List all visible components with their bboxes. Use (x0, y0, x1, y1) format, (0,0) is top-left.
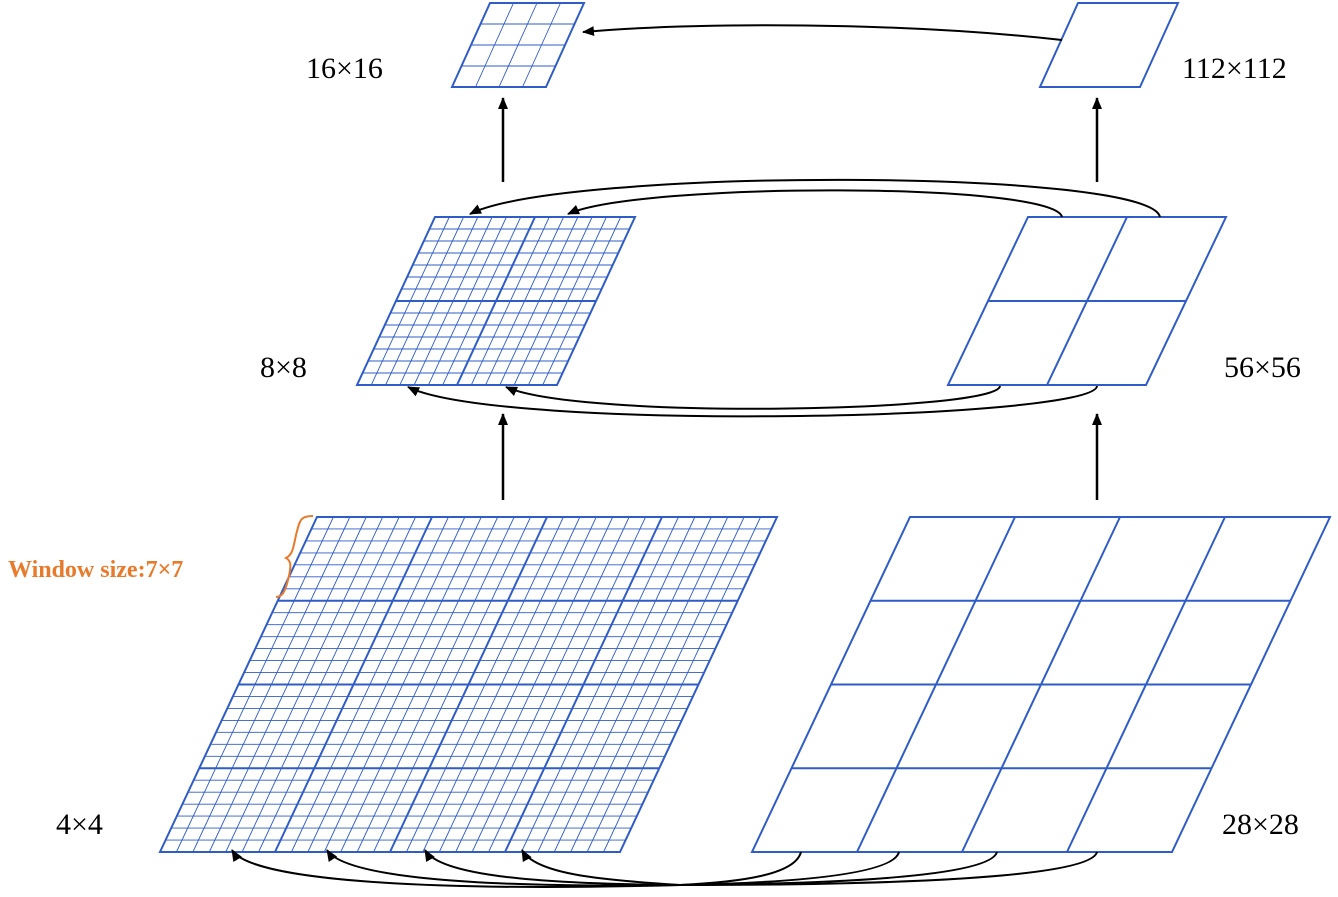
grid-28x28-windows (750, 516, 1332, 853)
window-size-brace (275, 515, 314, 598)
grid-outline (750, 516, 1332, 853)
grid-outline (1038, 2, 1180, 88)
label-4x4: 4×4 (56, 808, 103, 841)
label-window-size: Window size:7×7 (8, 557, 183, 583)
arrow-curve-l1-3 (424, 849, 681, 886)
label-28x28: 28×28 (1222, 808, 1299, 841)
grid-subcell-line (522, 2, 561, 88)
grid-4x4-windows (158, 516, 779, 853)
arrow-curve-l2-top-1 (469, 178, 1161, 218)
arrow-curve-l3 (582, 24, 1063, 41)
label-8x8: 8×8 (260, 351, 307, 384)
grid-outline (946, 216, 1228, 386)
grid-window-line (1066, 516, 1226, 853)
grid-112x112-window (1038, 2, 1180, 88)
arrow-curve-l1-1 (231, 849, 681, 888)
grid-outline (158, 516, 779, 853)
grid-56x56-windows (946, 216, 1228, 386)
label-112x112: 112×112 (1182, 52, 1287, 85)
arrow-curve-l1-2 (326, 849, 681, 887)
arrow-curve-l2-bottom-1 (407, 385, 1098, 418)
arrow-curve-l2-bottom-2 (505, 385, 1001, 410)
label-16x16: 16×16 (306, 52, 383, 85)
arrow-curve-l1-4 (521, 849, 681, 886)
grid-outline (450, 2, 586, 88)
curved-arrows (231, 24, 1161, 888)
arrow-curve-l2-top-2 (567, 189, 1063, 218)
label-56x56: 56×56 (1224, 351, 1301, 384)
vertical-arrows (498, 97, 1102, 500)
grid-window-line (504, 516, 663, 853)
arrow-curve-l1-src4 (679, 851, 1098, 886)
grid-16x16-windows (450, 2, 586, 88)
grid-8x8-windows (355, 216, 637, 386)
grid-outline (355, 216, 637, 386)
